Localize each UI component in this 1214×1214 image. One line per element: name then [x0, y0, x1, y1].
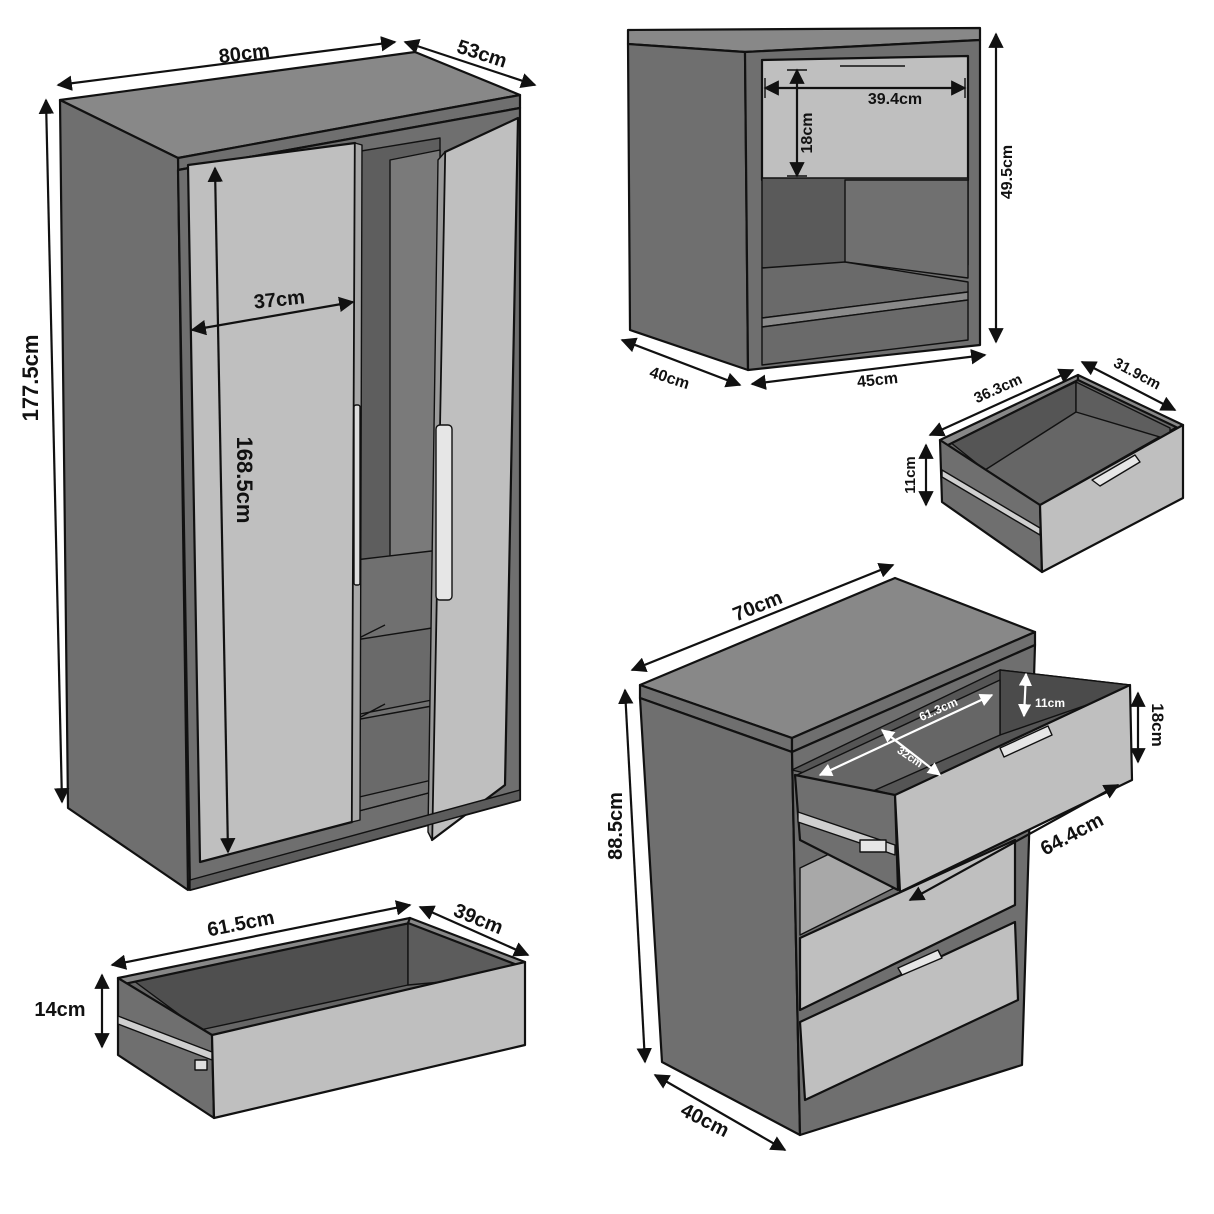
chest-height-label: 88.5cm	[605, 792, 627, 860]
door-height-label: 168.5cm	[232, 437, 257, 524]
nightstand-drawer-width-label: 39.4cm	[868, 91, 922, 108]
nightstand-drawer-h-label: 11cm	[902, 456, 919, 494]
nightstand-drawer-height-label: 18cm	[799, 113, 816, 154]
nightstand-depth-label: 40cm	[647, 364, 691, 393]
nightstand-height-label: 49.5cm	[999, 145, 1016, 199]
chest-of-drawers: 70cm 88.5cm 40cm 18cm 64.4cm 61.3cm 32cm…	[605, 563, 1167, 1151]
wardrobe-width-label: 80cm	[218, 40, 271, 68]
door-width-label: 37cm	[253, 286, 306, 313]
nightstand-drawer: 36.3cm 31.9cm 11cm	[902, 355, 1185, 574]
chest-inner-height-label: 11cm	[1035, 696, 1065, 710]
nightstand-width-label: 45cm	[856, 370, 898, 391]
nightstand-drawer-d-label: 31.9cm	[1111, 355, 1164, 394]
wardrobe: 80cm 53cm 177.5cm 37cm 168.5cm	[18, 36, 537, 892]
nightstand-drawer-w-label: 36.3cm	[971, 371, 1024, 407]
wardrobe-drawer-height-label: 14cm	[34, 999, 85, 1021]
chest-drawer-front-h-label: 18cm	[1148, 703, 1167, 746]
nightstand: 39.4cm 18cm 49.5cm 40cm 45cm	[620, 26, 1016, 393]
wardrobe-drawer: 61.5cm 39cm 14cm	[34, 900, 530, 1120]
chest-depth-label: 40cm	[677, 1099, 733, 1142]
wardrobe-drawer-width-label: 61.5cm	[205, 907, 276, 942]
wardrobe-height-label: 177.5cm	[18, 335, 43, 422]
